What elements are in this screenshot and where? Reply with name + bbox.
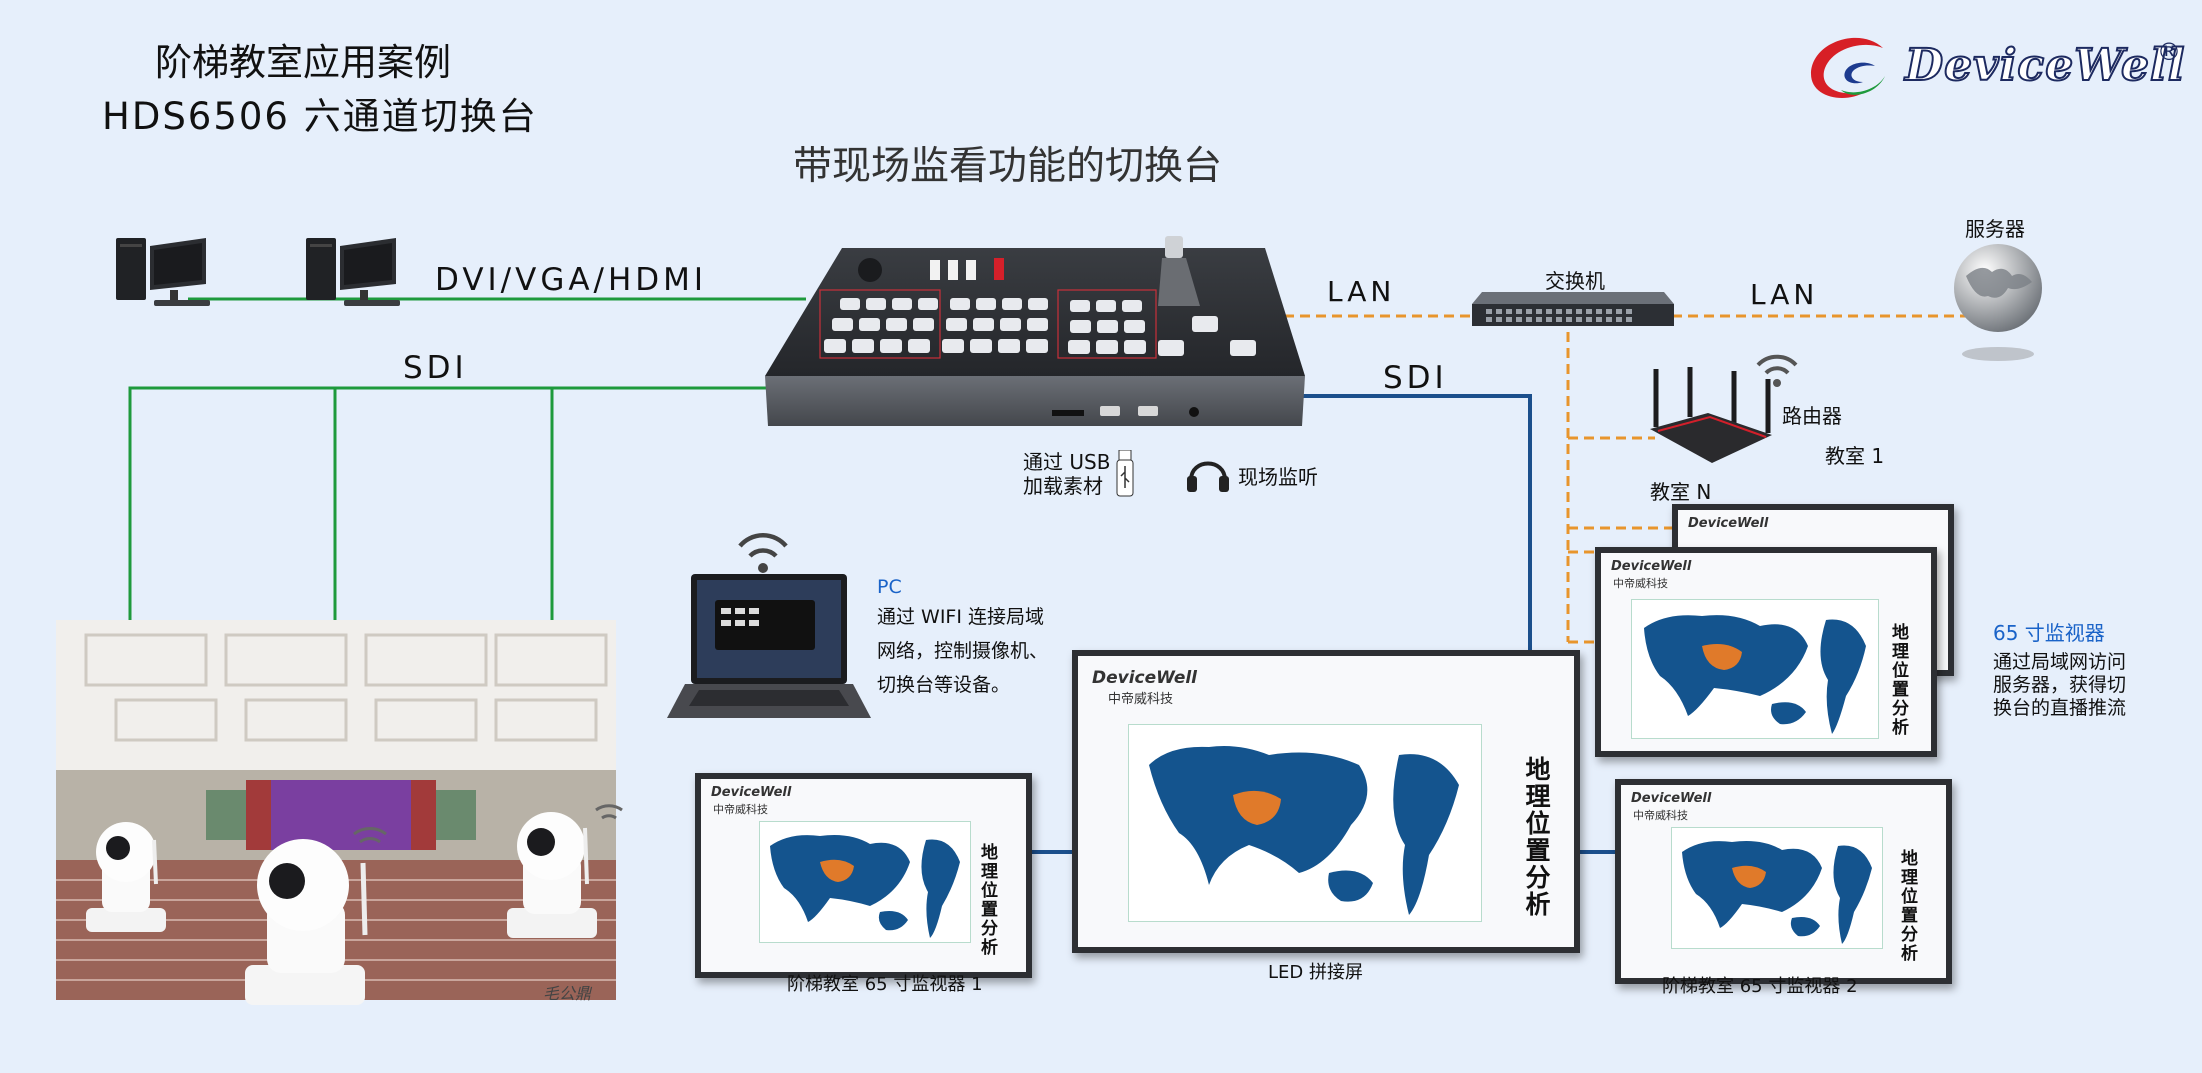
lan-label-left: LAN [1327,275,1396,308]
classroom-n-label: 教室 N [1650,480,1712,504]
screen-brand-cn: 中帝威科技 [1108,692,1174,707]
screen-brand: DeviceWell [711,785,792,800]
monitor-right: DeviceWell 中帝威科技 地理位置分析 [1615,779,1952,984]
usb-drive-icon [1116,450,1134,497]
registered-mark: ® [2157,38,2181,66]
logo-swoosh-icon [1811,37,1885,98]
led-video-wall: DeviceWell 中帝威科技 地理位置分析 [1072,650,1580,953]
ptz-camera-icon [86,822,166,932]
monitor-note-line3: 换台的直播推流 [1993,697,2127,719]
desktop-pc-icon [116,238,210,306]
lan-label-right: LAN [1750,278,1819,311]
screen-brand-cn: 中帝威科技 [1633,809,1688,822]
router-icon [1650,367,1772,463]
pc-note-line3: 切换台等设备。 [877,674,1011,696]
led-wall-label: LED 拼接屏 [1268,962,1363,983]
monitor-left: DeviceWell 中帝威科技 地理位置分析 [695,773,1032,978]
pc-note-line1: 通过 WIFI 连接局域 [877,606,1045,628]
sdi-label-left: SDI [403,350,468,386]
screen-brand-cn: 中帝威科技 [713,803,768,816]
video-switcher-console [765,236,1305,426]
ptz-camera-icon [507,812,597,938]
screen-brand-cn: 中帝威科技 [1613,577,1668,590]
screen-brand: DeviceWell [1611,559,1692,574]
world-map [1128,724,1482,922]
page-subtitle: HDS6506 六通道切换台 [102,95,538,138]
screen-vertical-title: 地理位置分析 [1522,756,1551,918]
monitor-note-line1: 通过局域网访问 [1993,651,2127,673]
pc-note-line2: 网络，控制摄像机、 [877,640,1049,662]
monitor-note-title: 65 寸监视器 [1993,621,2105,645]
screen-vertical-title: 地理位置分析 [977,843,997,957]
page-title: 阶梯教室应用案例 [155,41,451,84]
server-label: 服务器 [1965,217,2025,241]
screen-brand: DeviceWell [1688,516,1769,531]
monitor-right-label: 阶梯教室 65 寸监视器 2 [1662,976,1858,997]
ptz-camera-icon [245,839,368,1005]
devicewell-logo: DeviceWell ® [1805,30,2195,105]
screen-brand: DeviceWell [1631,791,1712,806]
desktop-pc-icon [306,238,400,306]
wifi-icon [353,827,387,844]
logo-text: DeviceWell [1904,39,2186,92]
wifi-icon [1756,354,1798,387]
live-monitoring-label: 现场监听 [1238,465,1318,489]
screen-brand: DeviceWell [1092,668,1198,688]
usb-caption-line2: 加载素材 [1023,474,1103,498]
usb-caption-line1: 通过 USB [1023,450,1111,474]
classroom-1-label: 教室 1 [1825,444,1885,468]
sdi-cable-right [1290,394,1532,650]
monitor-note-line2: 服务器，获得切 [1993,674,2127,696]
wifi-icon [595,804,623,820]
dvi-label: DVI/VGA/HDMI [435,262,708,298]
headphones-icon [1187,461,1229,492]
router-label: 路由器 [1782,404,1842,428]
pc-note-title: PC [877,576,902,598]
photo-signature: 毛公鼎 [543,984,592,1003]
wifi-icon [738,533,788,573]
monitor-classroom-1: DeviceWell 中帝威科技 地理位置分析 [1595,547,1937,757]
world-map [1631,599,1879,739]
switch-label: 交换机 [1545,269,1605,293]
server-globe-icon [1954,244,2042,361]
world-map [759,821,971,943]
world-map [1671,827,1883,949]
switcher-heading: 带现场监看功能的切换台 [793,144,1223,189]
screen-vertical-title: 地理位置分析 [1888,623,1908,737]
monitor-left-label: 阶梯教室 65 寸监视器 1 [787,974,983,995]
usb-caption: 通过 USB 加载素材 [1023,450,1110,498]
sdi-label-right: SDI [1383,360,1448,396]
network-switch-icon [1472,292,1674,326]
screen-vertical-title: 地理位置分析 [1897,849,1917,963]
laptop-icon [667,574,871,718]
